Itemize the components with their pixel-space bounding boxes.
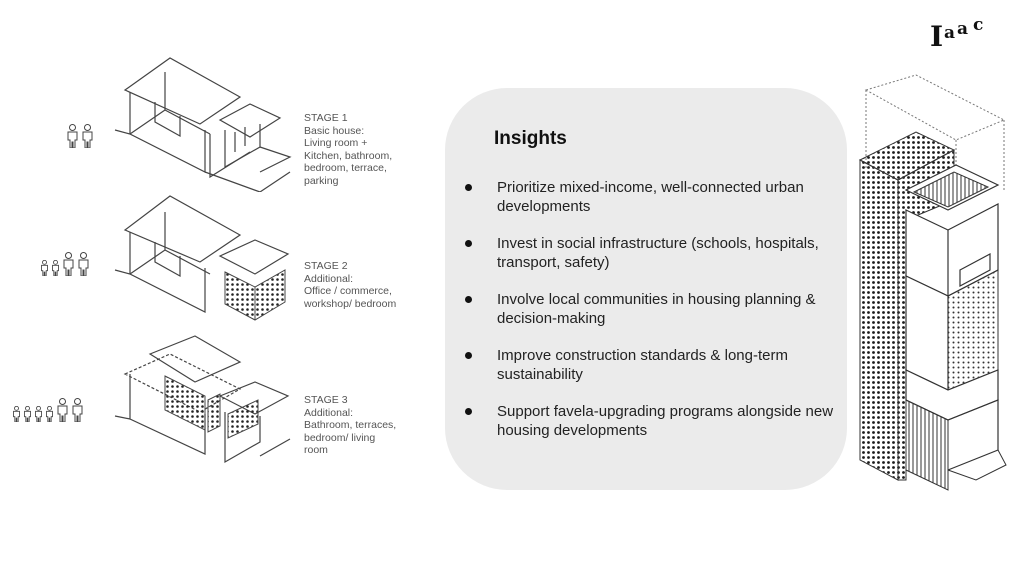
- bullet-icon: [465, 408, 472, 415]
- bullet-icon: [465, 296, 472, 303]
- iaac-logo: I a a c: [930, 14, 1000, 54]
- child-icon: [24, 406, 31, 422]
- child-icon: [52, 260, 59, 276]
- bullet-icon: [465, 240, 472, 247]
- family-icons: [12, 398, 84, 422]
- house-drawing-stage-3: [114, 335, 291, 464]
- insight-item: Involve local communities in housing pla…: [465, 290, 835, 328]
- insights-list: Prioritize mixed-income, well-connected …: [465, 178, 835, 458]
- person-icon: [63, 252, 74, 276]
- stage-description: Additional: Office / commerce, workshop/…: [304, 272, 397, 310]
- person-icon: [57, 398, 68, 422]
- person-icon: [72, 398, 83, 422]
- stage-description: Additional: Bathroom, terraces, bedroom/…: [304, 406, 397, 457]
- insight-item: Support favela-upgrading programs alongs…: [465, 402, 835, 440]
- insight-text: Involve local communities in housing pla…: [497, 291, 816, 327]
- stage-description: Basic house: Living room + Kitchen, bath…: [304, 124, 393, 187]
- insight-item: Prioritize mixed-income, well-connected …: [465, 178, 835, 216]
- person-icon: [67, 124, 78, 148]
- house-drawing-stage-2: [114, 195, 290, 321]
- stage-caption: STAGE 3 Additional: Bathroom, terraces, …: [304, 394, 434, 457]
- logo-letter-i: I: [930, 20, 943, 53]
- stage-2: STAGE 2 Additional: Office / commerce, w…: [0, 192, 440, 332]
- family-icons: [40, 252, 90, 276]
- tower-axonometric-drawing: [858, 74, 1007, 491]
- child-icon: [41, 260, 48, 276]
- bullet-icon: [465, 352, 472, 359]
- insight-text: Prioritize mixed-income, well-connected …: [497, 179, 804, 215]
- insight-text: Improve construction standards & long-te…: [497, 347, 788, 383]
- stage-1: STAGE 1 Basic house: Living room + Kitch…: [0, 52, 440, 192]
- insight-text: Invest in social infrastructure (schools…: [497, 235, 819, 271]
- insights-panel: Insights Prioritize mixed-income, well-c…: [445, 88, 847, 490]
- stage-title: STAGE 1: [304, 112, 348, 124]
- logo-letter-a2: a: [957, 19, 968, 39]
- stage-caption: STAGE 1 Basic house: Living room + Kitch…: [304, 112, 434, 188]
- child-icon: [35, 406, 42, 422]
- insights-heading: Insights: [494, 128, 567, 149]
- insight-item: Invest in social infrastructure (schools…: [465, 234, 835, 272]
- stage-caption: STAGE 2 Additional: Office / commerce, w…: [304, 260, 434, 310]
- house-drawing-stage-1: [114, 57, 292, 192]
- stage-title: STAGE 2: [304, 260, 348, 272]
- insight-item: Improve construction standards & long-te…: [465, 346, 835, 384]
- stage-title: STAGE 3: [304, 394, 348, 406]
- bullet-icon: [465, 184, 472, 191]
- logo-letter-a: a: [944, 23, 955, 43]
- child-icon: [13, 406, 20, 422]
- logo-letter-c: c: [973, 15, 983, 35]
- stages-diagram: STAGE 1 Basic house: Living room + Kitch…: [0, 0, 440, 576]
- stage-3: STAGE 3 Additional: Bathroom, terraces, …: [0, 334, 440, 474]
- person-icon: [82, 124, 93, 148]
- child-icon: [46, 406, 53, 422]
- insight-text: Support favela-upgrading programs alongs…: [497, 403, 834, 439]
- family-icons: [66, 124, 94, 148]
- person-icon: [78, 252, 89, 276]
